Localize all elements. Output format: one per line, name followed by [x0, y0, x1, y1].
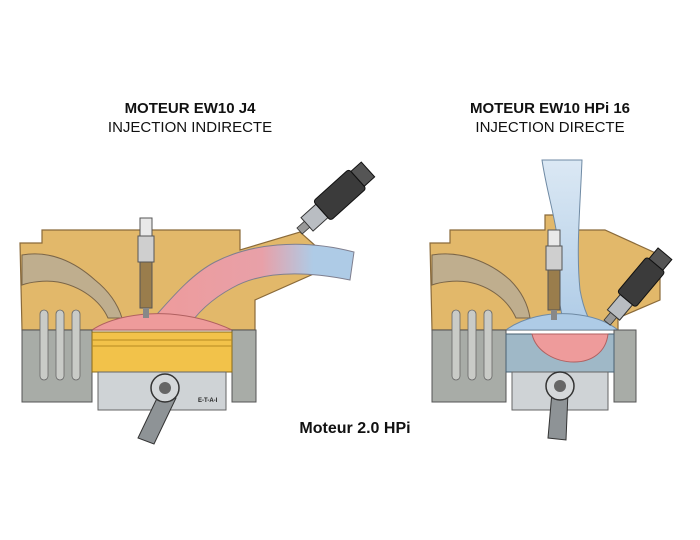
- right-coolant-passage-3: [483, 309, 493, 381]
- left-coolant-passage-2: [55, 309, 65, 381]
- left-engine-illustration: [19, 161, 376, 445]
- right-piston-bowl-mixture: [531, 333, 609, 363]
- right-wrist-pin-center: [554, 380, 566, 392]
- right-chamber-air: [504, 313, 620, 331]
- right-spark-plug: [545, 229, 563, 320]
- left-connecting-rod: [137, 391, 177, 445]
- left-engine-title: MOTEUR EW10 J4: [124, 100, 256, 117]
- left-engine-subtitle: INJECTION INDIRECTE: [107, 119, 273, 136]
- left-exhaust-port: [21, 253, 123, 319]
- left-intake-runner: [149, 243, 355, 331]
- left-fuel-injector: [296, 161, 376, 235]
- etai-watermark: E-T-A-I: [198, 398, 218, 404]
- right-engine-illustration: [429, 159, 673, 441]
- left-coolant-passage-1: [39, 309, 49, 381]
- right-fuel-injector: [603, 247, 673, 326]
- right-engine-subtitle: INJECTION DIRECTE: [475, 119, 625, 136]
- left-wrist-pin-center: [159, 382, 171, 394]
- left-block-right: [231, 329, 257, 403]
- right-coolant-passage-1: [451, 309, 461, 381]
- left-piston: [91, 331, 233, 373]
- left-coolant-passage-3: [71, 309, 81, 381]
- left-spark-plug: [137, 217, 155, 318]
- left-diagram-title: MOTEUR EW10 J4 INJECTION INDIRECTE: [60, 99, 320, 137]
- left-combustion-chamber: [90, 313, 233, 331]
- right-coolant-passage-2: [467, 309, 477, 381]
- right-engine-title: MOTEUR EW10 HPi 16: [469, 100, 631, 117]
- footer-caption: Moteur 2.0 HPi: [299, 420, 411, 437]
- right-cylinder-head: [429, 214, 661, 331]
- right-exhaust-port: [431, 253, 531, 319]
- right-block-right: [613, 329, 637, 403]
- right-diagram-title: MOTEUR EW10 HPi 16 INJECTION DIRECTE: [420, 99, 680, 137]
